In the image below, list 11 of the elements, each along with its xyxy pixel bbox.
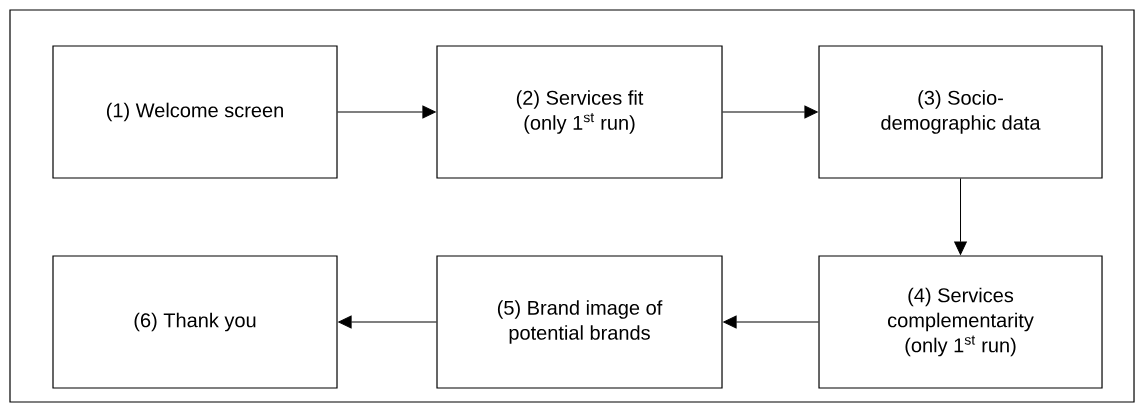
- process-box: (6) Thank you: [52, 255, 338, 389]
- process-box: (2) Services fit (only 1$^{st}$ run): [436, 45, 723, 179]
- arrow: [954, 178, 967, 255]
- arrow: [337, 105, 436, 119]
- process-box: (1) Welcome screen: [52, 45, 338, 179]
- process-box: (4) Services complementarity (only 1$^{st}$ run): [818, 255, 1103, 389]
- process-box: (5) Brand image of potential brands: [436, 255, 723, 389]
- arrow: [723, 315, 819, 329]
- arrow: [722, 105, 818, 119]
- process-box: (3) Socio- demographic data: [818, 45, 1103, 179]
- arrow: [338, 315, 437, 329]
